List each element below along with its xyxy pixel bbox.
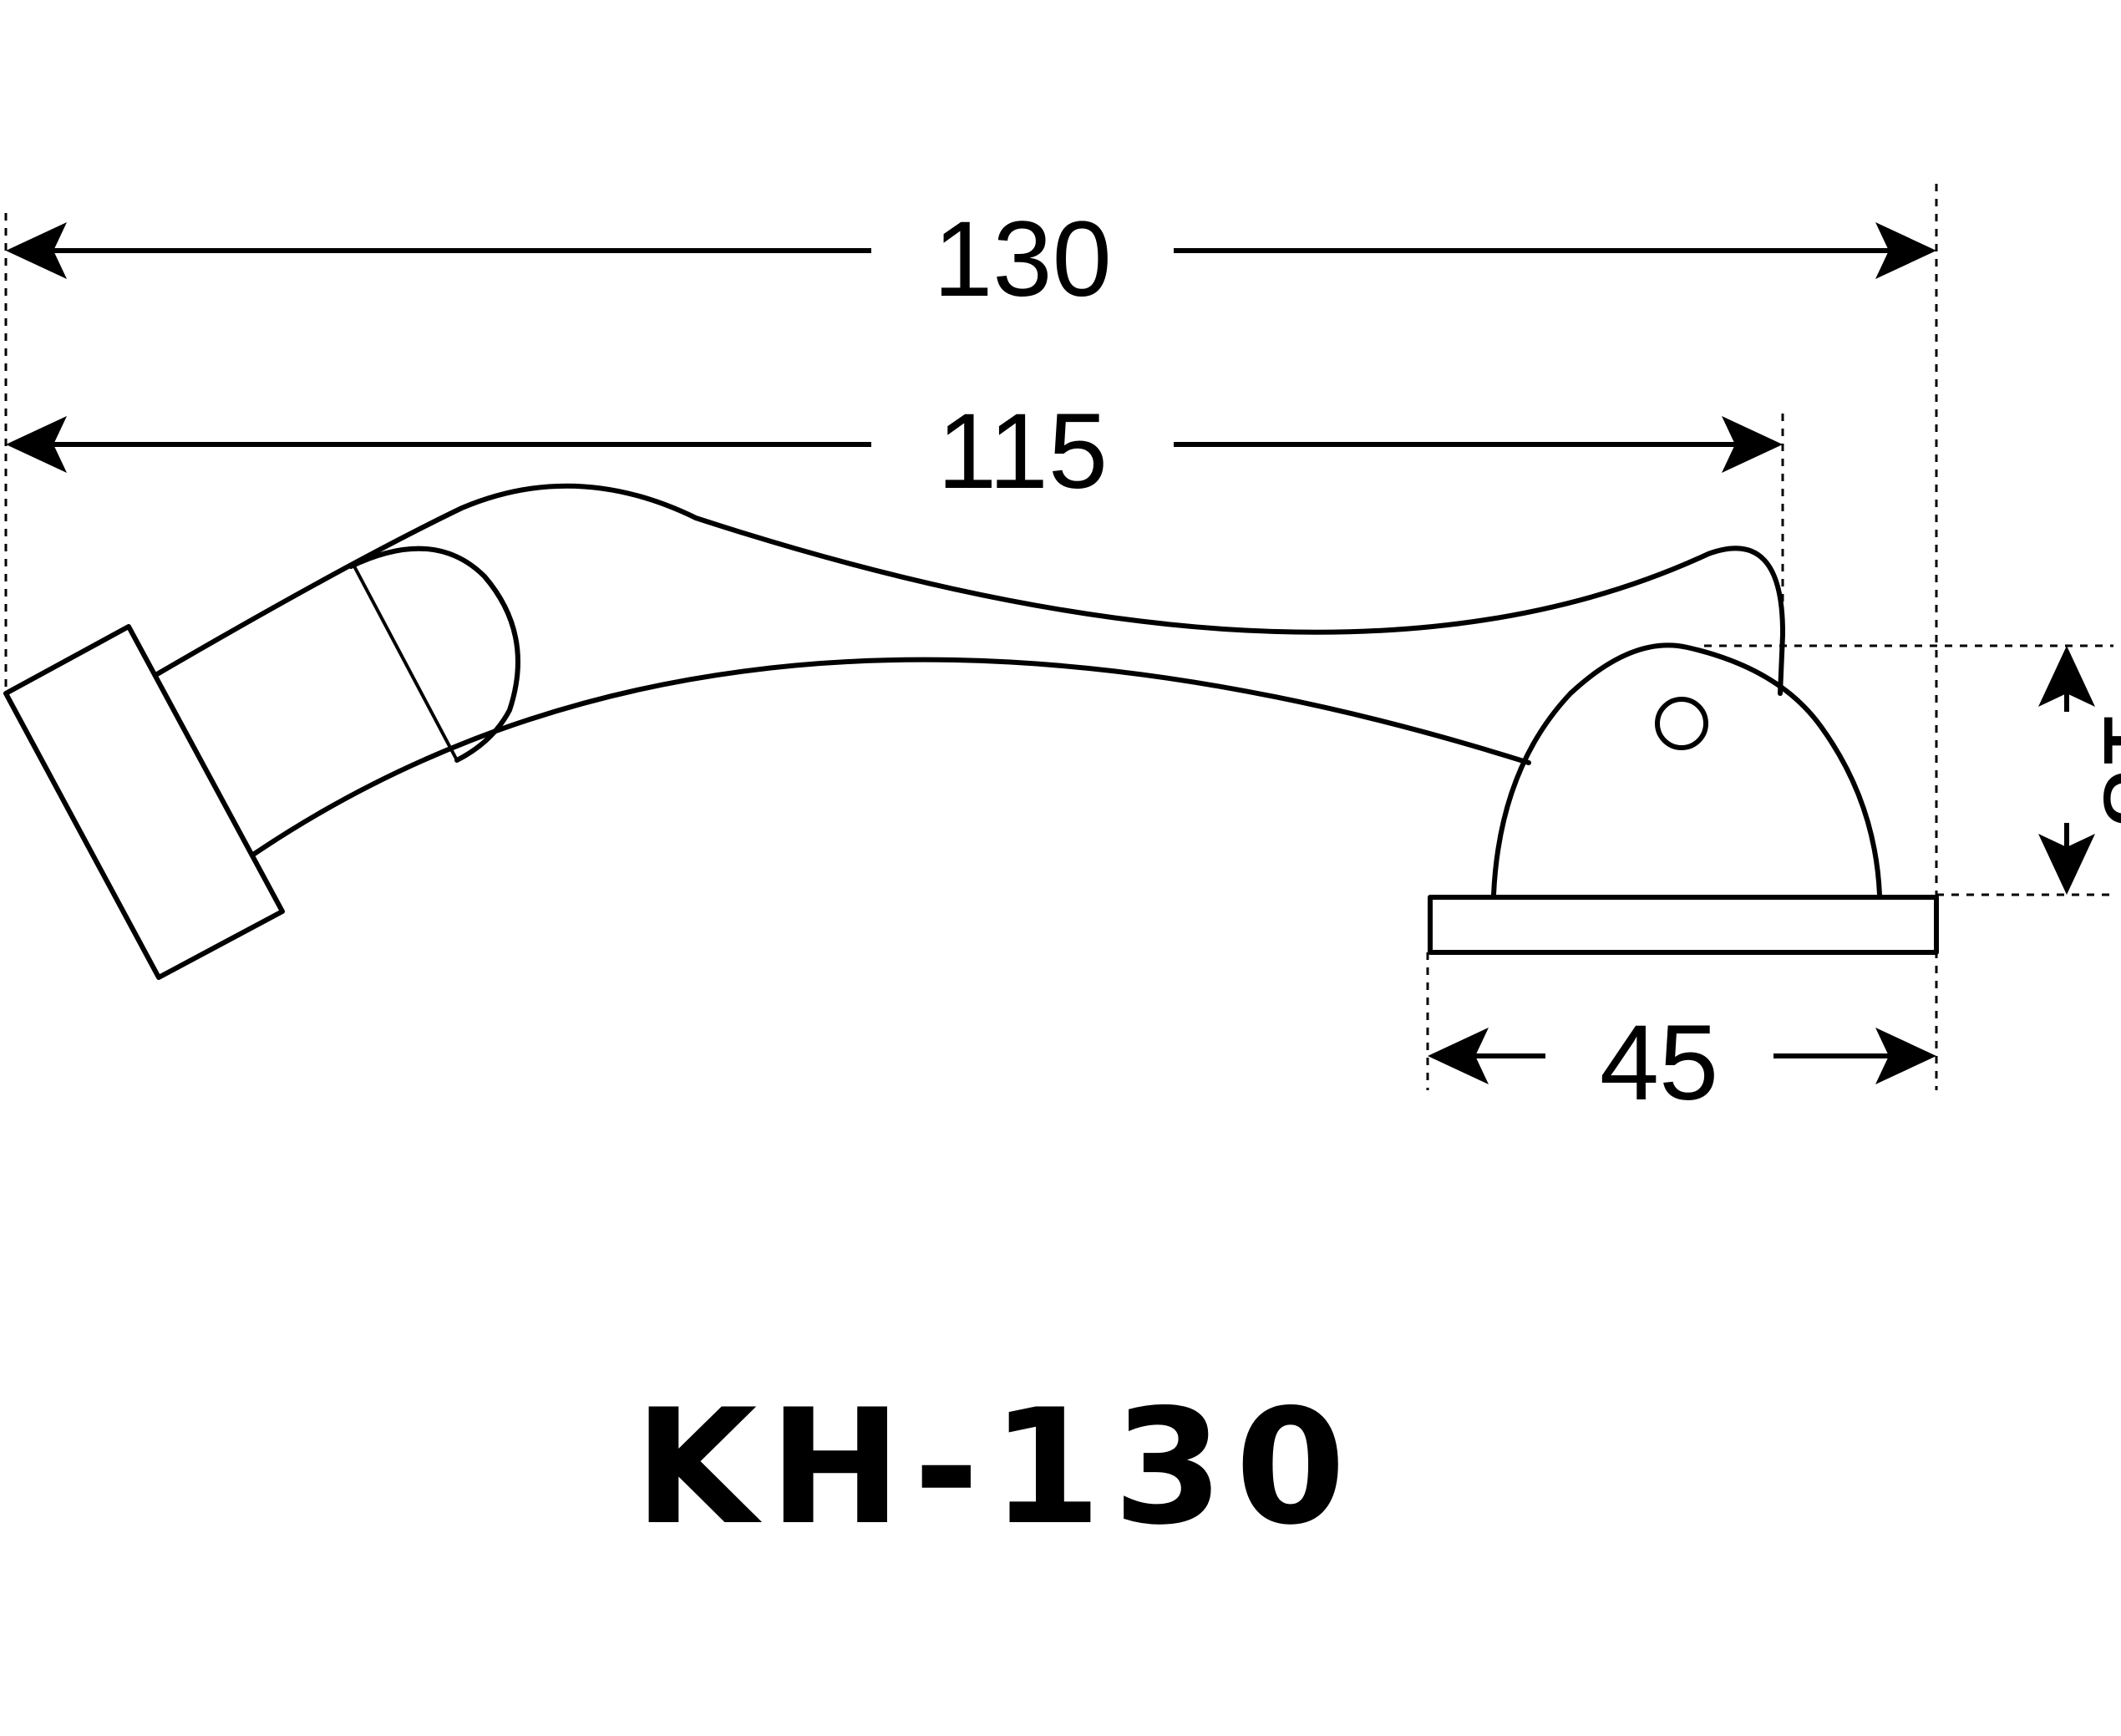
arrowhead-130-left (6, 222, 67, 279)
dimension-18: 18 (2038, 646, 2121, 895)
tip-cap-divider (351, 562, 459, 761)
dimension-115: 115 (6, 392, 1783, 511)
base-plate (1428, 895, 1939, 955)
dimension-45: 45 (1428, 1003, 1936, 1123)
rubber-tip (3, 624, 285, 980)
arrowhead-18-bottom (2038, 834, 2095, 895)
arrowhead-18-top (2038, 646, 2095, 707)
arrowhead-115-right (1722, 416, 1783, 473)
arrowhead-130-right (1875, 222, 1936, 279)
dimension-label-45: 45 (1600, 1003, 1718, 1123)
pivot-hole (1655, 697, 1708, 750)
tip-cap (348, 546, 520, 763)
arm-upper-edge (155, 483, 1786, 696)
door-stop-drawing (3, 483, 1939, 980)
dimension-label-115: 115 (937, 392, 1108, 511)
mount-dome (1491, 642, 1882, 897)
dimension-130: 130 (6, 200, 1936, 319)
arrowhead-45-left (1428, 1028, 1489, 1084)
dimension-label-130: 130 (933, 200, 1112, 319)
arrowhead-45-right (1875, 1028, 1936, 1084)
arrowhead-115-left (6, 416, 67, 473)
dimension-label-18: 18 (2081, 709, 2121, 828)
model-title: KH-130 (634, 1375, 1357, 1560)
arm-lower-edge (251, 657, 1531, 857)
